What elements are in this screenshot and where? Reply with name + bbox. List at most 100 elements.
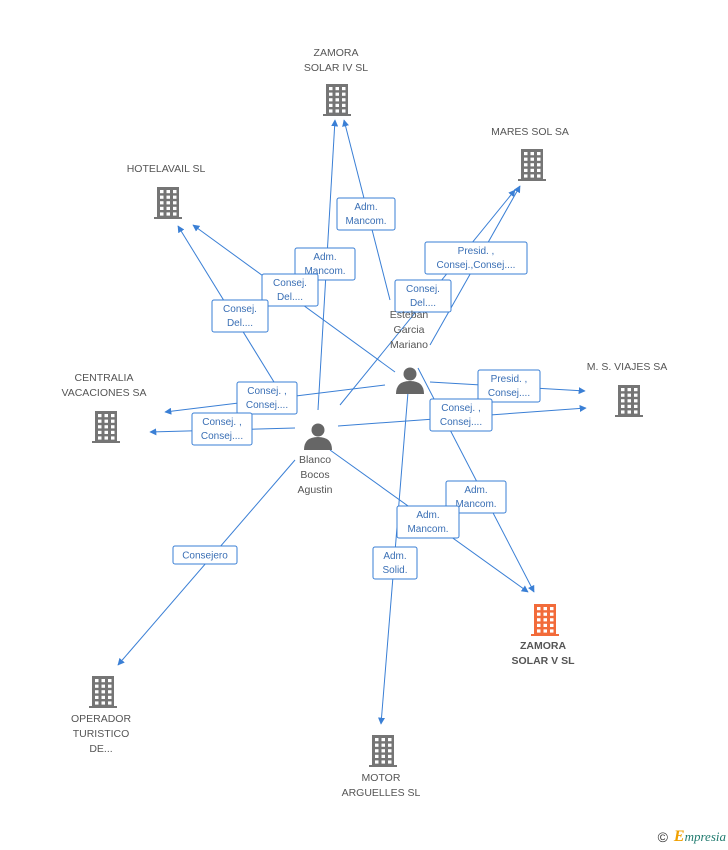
edge-label-box [394, 279, 452, 313]
person-icon [304, 423, 332, 450]
edge-label-text: Adm. [354, 202, 377, 213]
edge-label[interactable]: Consej. Del.... [394, 279, 452, 313]
edge-label[interactable]: Consej. , Consej.... [429, 398, 493, 432]
node-label: TURISTICO [73, 728, 130, 740]
edge-label[interactable]: Consej. Del.... [211, 299, 269, 333]
edge-label-text: Consej.... [440, 417, 482, 428]
edge-label[interactable]: Presid. , Consej.... [477, 369, 541, 403]
edge-label-text: Consej. , [247, 386, 286, 397]
node-label: HOTELAVAIL SL [127, 163, 206, 175]
building-icon [323, 84, 351, 116]
edge-label-text: Adm. [464, 485, 487, 496]
edge-label[interactable]: Consej. , Consej.... [191, 412, 253, 446]
node-msviajes[interactable]: M. S. VIAJES SA [587, 361, 668, 417]
edge-label-box [172, 545, 238, 565]
edge-label-box [424, 241, 528, 275]
edge-label-box [261, 273, 319, 307]
node-label: OPERADOR [71, 713, 132, 725]
edge-label-box [396, 505, 460, 539]
node-zamora5[interactable]: ZAMORA SOLAR V SL [511, 604, 575, 667]
building-icon [92, 411, 120, 443]
node-label: Mariano [390, 339, 428, 351]
node-zamora4[interactable]: ZAMORA SOLAR IV SL [304, 47, 368, 116]
edge-label-text: Consej.... [201, 431, 243, 442]
edge-label-box [445, 480, 507, 514]
edge-label-text: Mancom. [304, 266, 345, 277]
edge-label[interactable]: Adm. Mancom. [396, 505, 460, 539]
edge-label[interactable]: Adm. Solid. [372, 546, 418, 580]
edge-label-text: Consej. [273, 278, 307, 289]
edge-label[interactable]: Adm. Mancom. [294, 247, 356, 281]
edge-label-text: Consej. [406, 284, 440, 295]
edge-label-box [477, 369, 541, 403]
edge-label[interactable]: Presid. , Consej.,Consej.... [424, 241, 528, 275]
edge-label-text: Del.... [277, 292, 303, 303]
edge-label-text: Consej. , [202, 417, 241, 428]
edge-label-text: Consejero [182, 551, 228, 562]
node-label: Blanco [299, 454, 331, 466]
edge-label-text: Presid. , [458, 246, 495, 257]
edge-label-box [236, 381, 298, 415]
edge-label[interactable]: Consej. , Consej.... [236, 381, 298, 415]
edge-label-box [211, 299, 269, 333]
edge-label-box [429, 398, 493, 432]
node-label: SOLAR IV SL [304, 62, 368, 74]
edge-label[interactable]: Consejero [172, 545, 238, 565]
edge-label-text: Del.... [227, 318, 253, 329]
person-icon [396, 367, 424, 394]
node-mares[interactable]: MARES SOL SA [491, 126, 569, 181]
node-operador[interactable]: OPERADOR TURISTICO DE... [71, 676, 132, 755]
building-icon [531, 604, 559, 636]
edge-label-box [372, 546, 418, 580]
node-label: ZAMORA [520, 640, 566, 652]
edge-label[interactable]: Adm. Mancom. [445, 480, 507, 514]
building-icon [369, 735, 397, 767]
footer: © Empresia [658, 828, 726, 846]
edge-label-text: Consej. , [441, 403, 480, 414]
node-label: CENTRALIA [75, 372, 134, 384]
node-label: Bocos [300, 469, 329, 481]
node-label: ZAMORA [314, 47, 359, 59]
brand-name: mpresia [684, 829, 726, 844]
edge-label-text: Del.... [410, 298, 436, 309]
edge-label-text: Consej.... [246, 400, 288, 411]
node-centralia[interactable]: CENTRALIA VACACIONES SA [62, 372, 147, 443]
edge-label[interactable]: Adm. Mancom. [336, 197, 396, 231]
edge-label-text: Mancom. [345, 216, 386, 227]
edge-label-text: Adm. [416, 510, 439, 521]
edge-label-text: Mancom. [407, 524, 448, 535]
node-label: Esteban [390, 309, 429, 321]
edge-labels-layer: Adm. Mancom. Adm. Mancom. Presid. , Consej.,C… [172, 197, 541, 580]
brand-initial: E [673, 828, 685, 845]
edge-label-text: Adm. [313, 252, 336, 263]
edge-label[interactable]: Consej. Del.... [261, 273, 319, 307]
node-label: Garcia [394, 324, 425, 336]
node-label: MOTOR [362, 772, 401, 784]
edge-label-text: Consej.,Consej.... [437, 260, 516, 271]
building-icon [154, 187, 182, 219]
edge-label-box [336, 197, 396, 231]
edge-label-text: Presid. , [491, 374, 528, 385]
node-label: Agustin [297, 484, 332, 496]
building-icon [89, 676, 117, 708]
edge-label-text: Consej.... [488, 388, 530, 399]
node-hotelavail[interactable]: HOTELAVAIL SL [127, 163, 206, 219]
building-icon [615, 385, 643, 417]
node-label: SOLAR V SL [511, 655, 575, 667]
node-motor[interactable]: MOTOR ARGUELLES SL [342, 735, 421, 799]
node-label: VACACIONES SA [62, 387, 147, 399]
node-label: ARGUELLES SL [342, 787, 421, 799]
brand-logo[interactable]: Empresia [674, 828, 726, 846]
edge-label-text: Consej. [223, 304, 257, 315]
node-label: DE... [89, 743, 112, 755]
edge-label-box [191, 412, 253, 446]
edge-label-text: Solid. [382, 565, 407, 576]
building-icon [518, 149, 546, 181]
edge-label-text: Adm. [383, 551, 406, 562]
nodes-layer: ZAMORA SOLAR IV SL MARES SOL SA HOTELAVAIL … [62, 47, 668, 799]
copyright-symbol: © [657, 829, 668, 845]
edge-label-text: Mancom. [455, 499, 496, 510]
